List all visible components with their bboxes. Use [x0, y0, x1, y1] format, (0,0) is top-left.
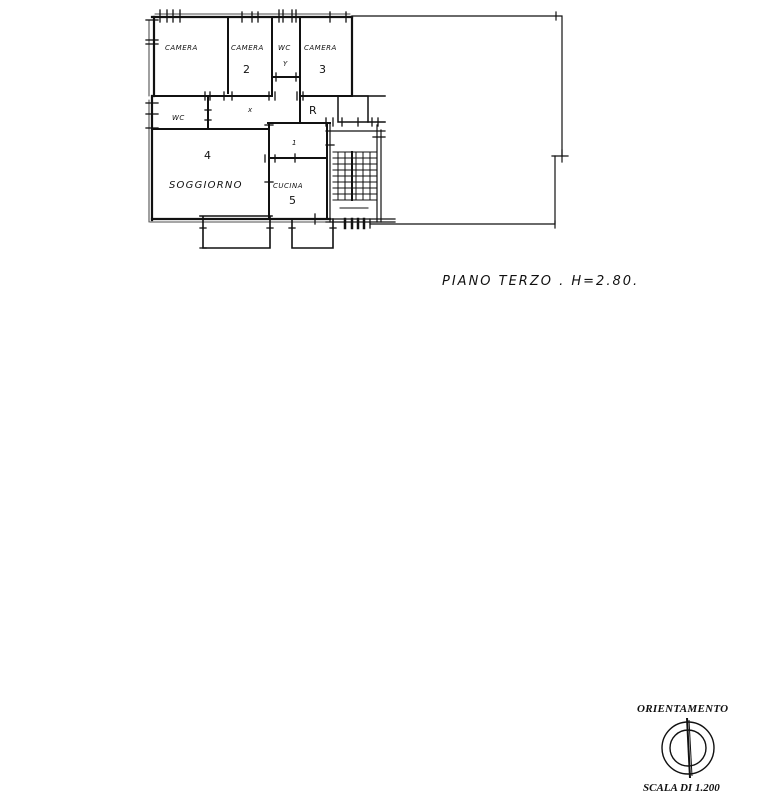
room-label-soggiorno: SOGGIORNO: [169, 180, 243, 191]
room-label-wc-upper: WC: [278, 44, 291, 52]
north-arrow-icon: [661, 718, 715, 779]
scale-label: SCALA DI 1.200: [643, 782, 720, 794]
stairwell: [325, 122, 396, 223]
room-number-x: x: [247, 106, 253, 114]
room-label-cucina: CUCINA: [273, 182, 303, 190]
orientation-title: ORIENTAMENTO: [637, 703, 729, 715]
interior-walls: [153, 16, 353, 220]
lot-boundary: [351, 11, 569, 229]
room-number-5: 5: [289, 194, 296, 207]
room-label-camera-2: CAMERA: [231, 44, 264, 52]
room-number-y: Y: [283, 60, 288, 68]
room-number-4: 4: [204, 149, 211, 162]
room-label-camera-3: CAMERA: [304, 44, 337, 52]
room-labels: CAMERA CAMERA 2 WC Y CAMERA 3 WC x R 1 4…: [165, 44, 337, 207]
window-marks: [145, 9, 386, 249]
room-label-ripostiglio: R: [309, 104, 317, 117]
room-number-3: 3: [319, 63, 326, 76]
balconies: [199, 215, 334, 249]
room-number-2: 2: [243, 63, 250, 76]
floor-title: PIANO TERZO . H=2.80.: [442, 274, 640, 289]
room-number-1: 1: [292, 139, 297, 147]
room-label-camera-1: CAMERA: [165, 44, 198, 52]
room-label-wc-lower: WC: [172, 114, 185, 122]
ripostiglio-walls: [337, 95, 386, 123]
stair-treads: [332, 151, 377, 209]
